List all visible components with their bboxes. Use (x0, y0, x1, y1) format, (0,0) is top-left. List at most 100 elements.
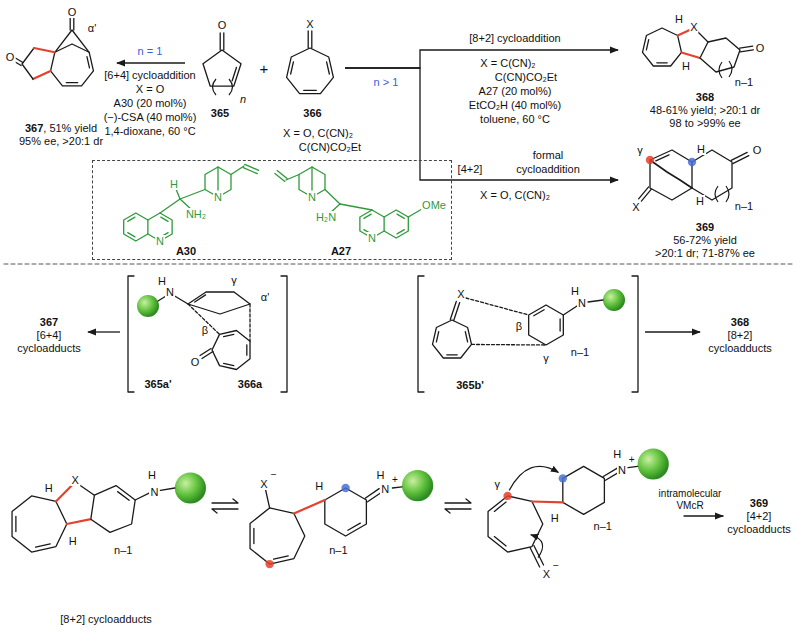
compound-number: 369 (750, 497, 768, 509)
text-row: [4+2] cycloadducts (726, 510, 792, 536)
catalyst-sphere (603, 289, 625, 311)
text-stack: 366 (280, 107, 345, 120)
bond-line (87, 57, 90, 68)
catalyst-sphere (638, 448, 669, 479)
bracket (632, 276, 638, 392)
condition-text: C(CN)CO₂Et (494, 71, 558, 83)
atom-label: γ (230, 274, 238, 286)
condition-text: [6+4] cycloaddition (103, 69, 196, 81)
bond-line (12, 496, 67, 552)
atom-marker (559, 474, 567, 482)
bond-line (408, 209, 422, 217)
bond-line (128, 217, 135, 221)
text-row: 368 (700, 316, 780, 329)
result-text: 56-72% yield (673, 234, 737, 246)
bond-line (650, 160, 692, 188)
compound-number: 365b' (456, 379, 484, 392)
bracket-curve (726, 186, 729, 202)
atom-label: H (68, 535, 78, 547)
atom-label: H (44, 482, 54, 494)
bond-line (203, 50, 241, 86)
bond-line (348, 523, 360, 530)
atom-label: X (259, 478, 268, 490)
charge-sign: + (391, 474, 399, 486)
cycloadduct-label: 368[8+2] cycloadducts (700, 300, 780, 355)
equilibrium-arrow (445, 509, 471, 513)
text-stack: [8+2] cycloadducts (5, 613, 207, 626)
atom-label: X (542, 568, 551, 580)
bond-line (160, 488, 174, 490)
condition-text: C(CN)CO₂Et (298, 141, 362, 153)
ring-size-index: n (239, 93, 247, 105)
atom-label: O (67, 6, 78, 18)
text-row: 369 (618, 221, 792, 234)
bond-line (70, 18, 71, 30)
bond-line (304, 90, 316, 91)
bond-line (223, 33, 224, 50)
condition-text: [4+2] (457, 163, 484, 175)
bond-line (436, 332, 438, 342)
bond-line (286, 175, 299, 181)
text-row: 98 to >99% ee (618, 117, 792, 130)
bracket-curve (213, 79, 217, 95)
result-text: 95% ee, >20:1 dr (19, 135, 103, 147)
bond-line (274, 556, 289, 559)
compound-number: 369 (696, 221, 714, 233)
bond-line (641, 189, 651, 201)
atom-label: H (695, 195, 705, 207)
bond-line (224, 363, 234, 365)
electron-arrow (509, 466, 558, 490)
result-text: >20:1 dr; 71-87% ee (655, 247, 755, 259)
result-text: , 51% yield (43, 122, 97, 134)
result-text: 48-61% yield; >20:1 dr (650, 104, 760, 116)
atom-label: N (577, 297, 587, 309)
bond-line (277, 171, 287, 179)
bond-line (73, 18, 74, 30)
text-row: 367, 51% yield (5, 122, 117, 135)
bond-line (287, 48, 334, 94)
bracket-curve (229, 79, 233, 95)
bond-line (692, 150, 732, 200)
bracket (418, 276, 424, 392)
bond-line (220, 33, 221, 50)
bond-line (588, 300, 603, 302)
bond-line (173, 295, 188, 304)
charge-sign: − (270, 469, 278, 481)
condition-text: EtCO₂H (40 mol%) (468, 99, 562, 111)
bond-line (384, 210, 408, 238)
charge-sign: − (552, 560, 560, 572)
atom-marker (341, 484, 349, 492)
bond-line (639, 187, 649, 199)
compound-number: A27 (331, 245, 351, 258)
catalyst-sphere (175, 472, 206, 503)
catalyst-atom-label: N (367, 232, 377, 244)
bond-line (563, 466, 605, 514)
bond-line (91, 486, 135, 533)
atom-marker (688, 158, 696, 166)
atom-label: X (456, 288, 465, 300)
bond-line (212, 331, 250, 370)
atom-label: β (201, 324, 209, 336)
bond-line (291, 62, 294, 74)
compound-number: 365 (211, 107, 229, 119)
atom-label: N (165, 286, 175, 298)
bond-line (646, 40, 648, 50)
condition-text: 1,4-dioxane, 60 °C (103, 125, 196, 137)
bond-line (195, 295, 206, 302)
bond-line (397, 214, 404, 218)
bond-line (15, 517, 16, 532)
bond-line (681, 52, 700, 58)
equilibrium-arrow (212, 499, 238, 503)
bond-line (160, 199, 180, 213)
atom-label: O (190, 356, 201, 368)
bond-line (231, 166, 244, 175)
atom-label: O (5, 51, 16, 63)
transition-state: 365b' (410, 270, 645, 398)
bond-line (450, 301, 456, 319)
bond-line (471, 344, 546, 346)
bond-line (224, 334, 234, 336)
cycloadduct-label: 369[4+2] cycloadducts (726, 495, 792, 536)
bond-line (488, 496, 543, 552)
ring-size-note: n > 1 (373, 76, 400, 88)
